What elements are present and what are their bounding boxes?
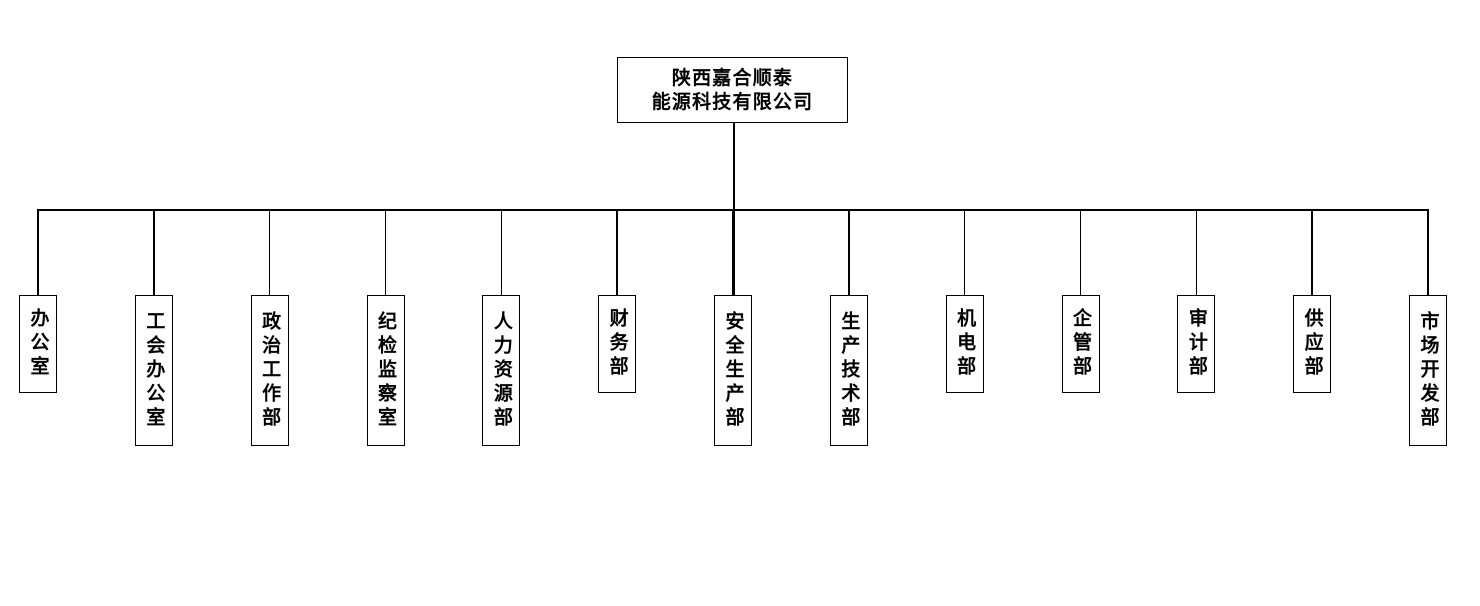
node-dept-enterprise-mgmt[interactable]: 企管部 — [1061, 295, 1100, 393]
connector-dept-discipline — [384, 209, 387, 295]
label-dept-audit: 审计部 — [1185, 308, 1208, 380]
node-dept-discipline[interactable]: 纪检监察室 — [366, 295, 405, 446]
connector-dept-political-work — [268, 209, 271, 295]
node-dept-mechanical[interactable]: 机电部 — [945, 295, 984, 393]
label-dept-union-office: 工会办公室 — [143, 310, 166, 431]
node-dept-finance[interactable]: 财务部 — [598, 295, 637, 393]
connector-dept-finance — [616, 209, 618, 295]
connector-dept-supply — [1311, 209, 1313, 295]
connector-dept-enterprise-mgmt — [1079, 209, 1082, 295]
node-dept-political-work[interactable]: 政治工作部 — [250, 295, 289, 446]
label-dept-political-work: 政治工作部 — [259, 310, 282, 431]
label-dept-mechanical: 机电部 — [954, 308, 977, 380]
node-dept-audit[interactable]: 审计部 — [1177, 295, 1216, 393]
connector-dept-mechanical — [963, 209, 966, 295]
node-dept-office[interactable]: 办公室 — [19, 295, 57, 393]
label-dept-safety-production: 安全生产部 — [722, 310, 745, 431]
node-dept-union-office[interactable]: 工会办公室 — [134, 295, 173, 446]
label-dept-human-resources: 人力资源部 — [490, 310, 513, 431]
connector-dept-union-office — [153, 209, 155, 295]
node-dept-human-resources[interactable]: 人力资源部 — [482, 295, 521, 446]
label-dept-production-tech: 生产技术部 — [838, 310, 861, 431]
connector-dept-production-tech — [848, 209, 850, 295]
node-dept-production-tech[interactable]: 生产技术部 — [829, 295, 868, 446]
label-dept-office: 办公室 — [27, 308, 50, 380]
root-node-company[interactable]: 陕西嘉合顺泰 能源科技有限公司 — [617, 57, 848, 123]
node-dept-safety-production[interactable]: 安全生产部 — [714, 295, 752, 446]
root-title-line-1: 陕西嘉合顺泰 — [671, 66, 794, 89]
node-dept-supply[interactable]: 供应部 — [1293, 295, 1332, 393]
node-dept-market-dev[interactable]: 市场开发部 — [1409, 295, 1447, 446]
connector-dept-safety-production — [732, 209, 734, 295]
root-title-line-2: 能源科技有限公司 — [651, 91, 814, 113]
connector-dept-audit — [1195, 209, 1198, 295]
label-dept-supply: 供应部 — [1301, 308, 1324, 380]
label-dept-finance: 财务部 — [606, 308, 629, 380]
connector-dept-human-resources — [500, 209, 503, 295]
label-dept-market-dev: 市场开发部 — [1417, 310, 1440, 431]
connector-dept-office — [37, 209, 39, 295]
label-dept-enterprise-mgmt: 企管部 — [1070, 308, 1092, 380]
label-dept-discipline: 纪检监察室 — [375, 310, 397, 431]
connector-dept-market-dev — [1427, 209, 1429, 295]
